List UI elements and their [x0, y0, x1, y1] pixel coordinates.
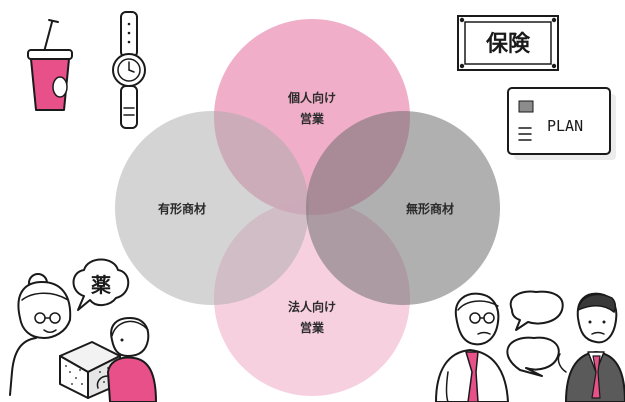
shop-clerk-figure: [96, 316, 157, 402]
insurance-sign-icon: 保険: [457, 15, 559, 71]
label-individual-line1: 個人向け: [287, 90, 336, 105]
label-tangible: 有形商材: [158, 201, 206, 216]
business-meeting-scene: [435, 290, 625, 402]
label-intangible: 無形商材: [406, 201, 454, 216]
speech-bubbles-icon: [506, 290, 564, 377]
wristwatch-icon: [112, 11, 146, 129]
businessman-right-figure: [557, 292, 625, 402]
medicine-speech-bubble: 薬: [72, 258, 130, 311]
plan-card-text: PLAN: [547, 117, 583, 135]
businessman-left-figure: [435, 292, 509, 402]
circle-intangible-goods: [306, 111, 500, 305]
elderly-woman-figure: [9, 273, 72, 396]
medicine-bubble-text: 薬: [91, 273, 111, 297]
plan-card-icon: PLAN: [507, 87, 616, 160]
drink-cup-icon: [27, 19, 73, 111]
label-individual-line2: 営業: [300, 111, 325, 126]
label-corporate-line2: 営業: [300, 320, 325, 335]
circle-tangible-goods: [115, 111, 309, 305]
insurance-sign-text: 保険: [485, 32, 531, 57]
label-corporate-line1: 法人向け: [288, 299, 336, 314]
pharmacy-scene: 薬: [9, 258, 157, 402]
venn-diagram: 個人向け 営業 法人向け 営業 有形商材 無形商材: [115, 19, 500, 396]
